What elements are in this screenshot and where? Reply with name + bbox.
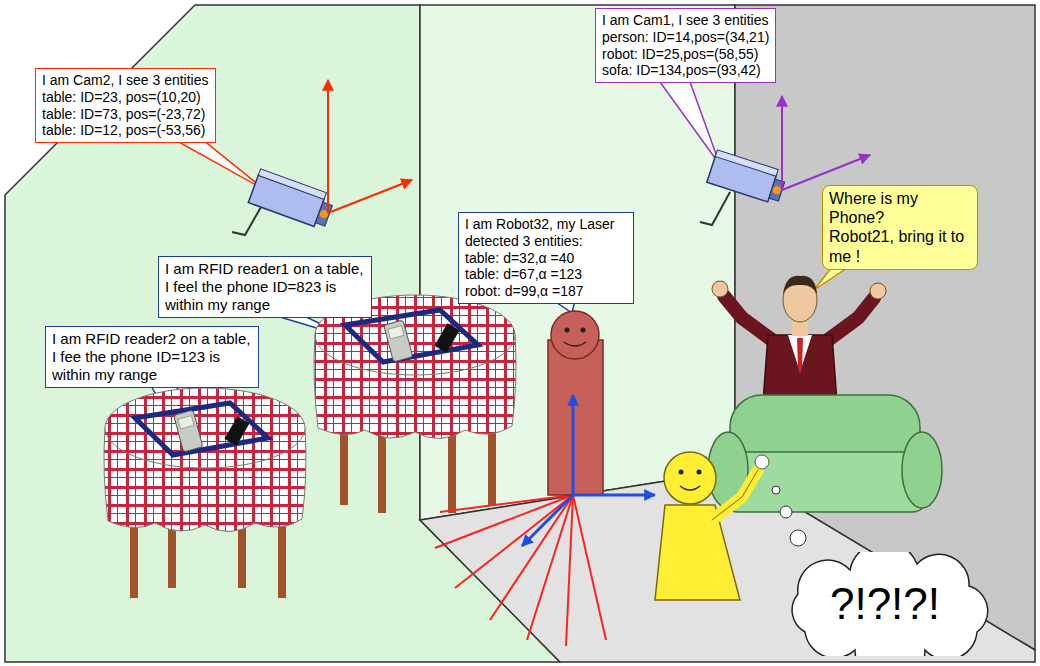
camera-1-axes — [781, 96, 783, 190]
callout-text: robot: ID=25,pos=(58,55) — [602, 46, 769, 63]
sofa — [902, 432, 942, 508]
thought-bubbles — [772, 486, 806, 546]
callout-text: robot: d=99,α =187 — [465, 283, 627, 300]
robot-21 — [655, 505, 740, 600]
camera-callout: I am Cam2, I see 3 entitiestable: ID=23,… — [35, 68, 216, 143]
table-right — [384, 320, 413, 362]
thought-cloud: ?!?!?! — [765, 552, 1005, 656]
callout-text: table: d=67,α =123 — [465, 266, 627, 283]
robot-32-axes — [572, 395, 575, 495]
robot-32 — [581, 328, 586, 333]
robot-21 — [680, 486, 700, 490]
robot-callout: I am Robot32, my Laser detected 3 entiti… — [458, 212, 634, 304]
robot-32 — [548, 311, 603, 495]
callout-text: I am Robot32, my Laser detected 3 entiti… — [465, 216, 627, 250]
reader-callout: I am RFID reader2 on a table, I fee the … — [45, 326, 259, 388]
table-right — [378, 425, 386, 513]
robot-21 — [755, 455, 769, 469]
table-right — [448, 425, 456, 513]
callout-text: Robot21, bring it to me ! — [829, 227, 971, 265]
table-left — [174, 410, 203, 452]
camera-callout: I am Cam1, I see 3 entitiesperson: ID=14… — [595, 8, 776, 83]
robot-32 — [551, 311, 599, 359]
person — [712, 281, 728, 297]
table-left — [104, 388, 306, 598]
callout-text: person: ID=14,pos=(34,21) — [602, 29, 769, 46]
table-left — [105, 388, 305, 468]
callout-pointers — [660, 82, 720, 165]
camera-2 — [232, 169, 336, 235]
robot-32 — [565, 328, 570, 333]
robot-21 — [664, 452, 716, 504]
table-left — [224, 416, 249, 446]
person — [788, 335, 812, 372]
callout-text: table: ID=73, pos=(-23,72) — [42, 106, 209, 123]
callout-text: sofa: ID=134,pos=(93,42) — [602, 62, 769, 79]
cloud-outline — [792, 552, 988, 656]
camera-1 — [772, 185, 782, 195]
robot-32-axes — [573, 494, 655, 497]
thought-bubbles — [790, 530, 806, 546]
camera-1 — [700, 150, 788, 225]
person — [783, 276, 817, 294]
robot-32-axes — [522, 495, 573, 546]
robot-21 — [679, 470, 684, 475]
thought-text: ?!?!?! — [830, 579, 940, 629]
callout-text: I am RFID reader2 on a table, I fee the … — [52, 330, 252, 384]
robot-32 — [548, 340, 603, 495]
table-right — [388, 326, 404, 339]
table-right — [434, 323, 459, 353]
person — [724, 296, 772, 340]
robot-21 — [697, 470, 702, 475]
person — [797, 338, 803, 372]
callout-text: table: ID=12, pos=(-53,56) — [42, 122, 209, 139]
camera-2 — [258, 169, 326, 200]
camera-2-axes — [328, 180, 412, 213]
reader-callout: I am RFID reader1 on a table, I feel the… — [158, 256, 372, 318]
robot-32 — [564, 342, 586, 346]
robot-21 — [655, 452, 769, 600]
camera-2 — [315, 202, 332, 226]
callout-text: I am Cam2, I see 3 entities — [42, 72, 209, 89]
robot-32-axes — [522, 395, 655, 546]
camera-1 — [707, 150, 788, 205]
laser-rays — [455, 495, 573, 588]
callout-text: I am Cam1, I see 3 entities — [602, 12, 769, 29]
laser-rays — [435, 495, 606, 646]
callout-text: table: ID=23, pos=(10,20) — [42, 89, 209, 106]
table-left — [174, 410, 203, 452]
camera-1 — [700, 192, 730, 225]
person — [828, 298, 874, 340]
laser-rays — [490, 495, 573, 620]
speech-bubble: Where is my Phone?Robot21, bring it to m… — [822, 185, 978, 270]
callout-text: I am RFID reader1 on a table, I feel the… — [165, 260, 365, 314]
laser-rays — [573, 495, 606, 640]
camera-1 — [715, 150, 778, 176]
camera-2-axes — [328, 80, 412, 213]
camera-2-axes — [327, 80, 329, 213]
laser-rays — [435, 495, 573, 548]
table-left — [135, 403, 268, 455]
callout-pointers — [168, 136, 265, 190]
camera-1-axes — [782, 96, 870, 190]
callout-text: Where is my Phone? — [829, 189, 971, 227]
table-left — [178, 416, 194, 429]
robot-21 — [712, 470, 758, 520]
laser-rays — [566, 495, 573, 646]
callout-text: table: d=32,α =40 — [465, 250, 627, 267]
thought-bubbles — [772, 486, 780, 494]
robot-21 — [712, 470, 758, 520]
table-right — [384, 320, 413, 362]
person — [870, 283, 886, 299]
thought-bubbles — [780, 506, 792, 518]
table-right — [314, 295, 516, 513]
camera-2 — [248, 169, 335, 230]
